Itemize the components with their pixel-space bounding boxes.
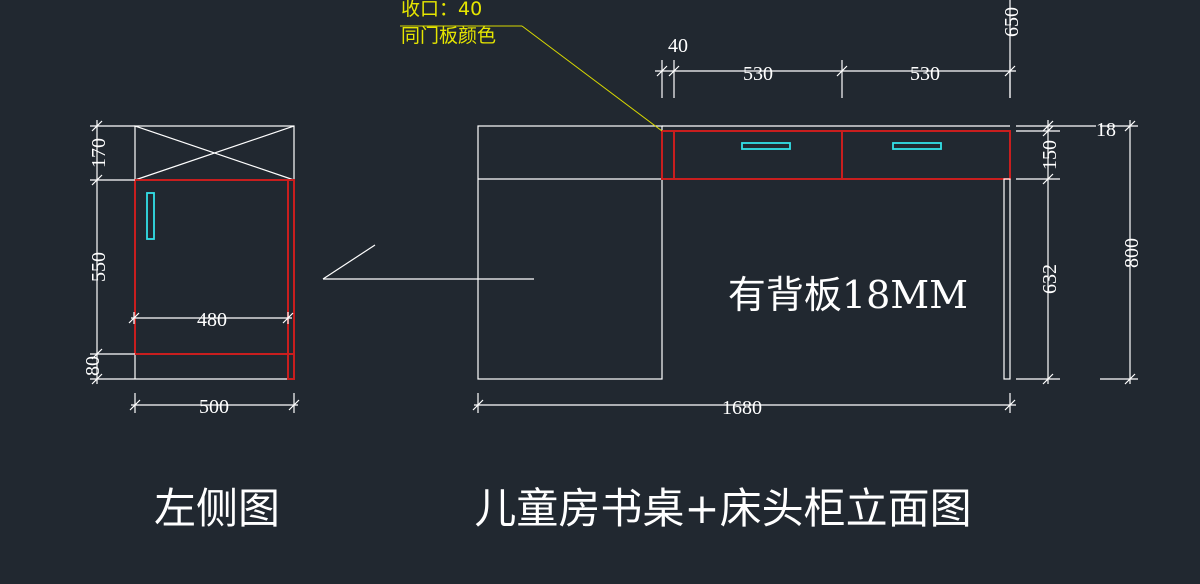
front-drawer-handle-left [741, 142, 791, 150]
front-dim-18: 18 [1096, 119, 1116, 141]
front-dim-530-left: 530 [743, 63, 773, 85]
front-tick-126 [1042, 120, 1054, 132]
back-panel-note: 有背板18MM [728, 273, 968, 317]
side-dim-500-tick-r [288, 399, 300, 411]
side-top-cross-b [134, 125, 295, 181]
front-dim-800: 800 [1121, 238, 1143, 268]
side-view-title: 左侧图 [154, 484, 280, 533]
front-dim-650: 650 [1001, 7, 1023, 37]
front-drawer-handle-right [892, 142, 942, 150]
front-tick-800-bottom [1124, 373, 1136, 385]
side-door-edge [287, 179, 295, 380]
side-dim-170: 170 [88, 138, 110, 168]
front-dim-40: 40 [668, 35, 688, 57]
side-dim-80: 80 [82, 356, 104, 376]
front-dim-530-right: 530 [910, 63, 940, 85]
front-drawer-band [661, 130, 1011, 180]
side-view-cabinet: 170 550 80 480 500 [82, 120, 300, 418]
annotation-closure-text: 收口：40 [401, 0, 482, 20]
front-tick-662 [656, 65, 668, 77]
annotation-color-text: 同门板颜色 [401, 25, 496, 47]
front-dim-150: 150 [1039, 140, 1061, 170]
side-tick-4 [91, 373, 103, 385]
side-dim-480-tick-r [282, 312, 294, 324]
front-view-title: 儿童房书桌+床头柜立面图 [474, 484, 971, 533]
front-tick-842 [836, 65, 848, 77]
side-tick-1 [91, 120, 103, 132]
annotation-leader [521, 25, 663, 132]
side-dim-500: 500 [199, 396, 229, 418]
side-dim-550: 550 [88, 252, 110, 282]
front-tick-674 [668, 65, 680, 77]
side-tick-3 [91, 348, 103, 360]
break-marker-diagonal [322, 244, 376, 280]
front-tick-1680-r [1004, 399, 1016, 411]
front-tick-800-top [1124, 120, 1136, 132]
closure-annotation: 收口：40 同门板颜色 [400, 0, 663, 132]
front-tick-131 [1042, 125, 1054, 137]
side-dim-480-tick-l [128, 312, 140, 324]
front-tick-1680-l [472, 399, 484, 411]
front-tick-379 [1042, 373, 1054, 385]
front-desk-leg [1003, 178, 1011, 380]
front-tick-179 [1042, 173, 1054, 185]
front-dim-1680: 1680 [722, 397, 762, 419]
side-tick-2 [91, 174, 103, 186]
front-dim-632: 632 [1039, 264, 1061, 294]
side-dim-500-tick-l [129, 399, 141, 411]
front-view-desk: 40 530 530 650 18 150 632 800 1680 [472, 0, 1143, 419]
break-marker [322, 244, 534, 280]
side-dim-480: 480 [197, 309, 227, 331]
front-cabinet-body [477, 125, 663, 380]
side-door-handle [146, 192, 155, 240]
